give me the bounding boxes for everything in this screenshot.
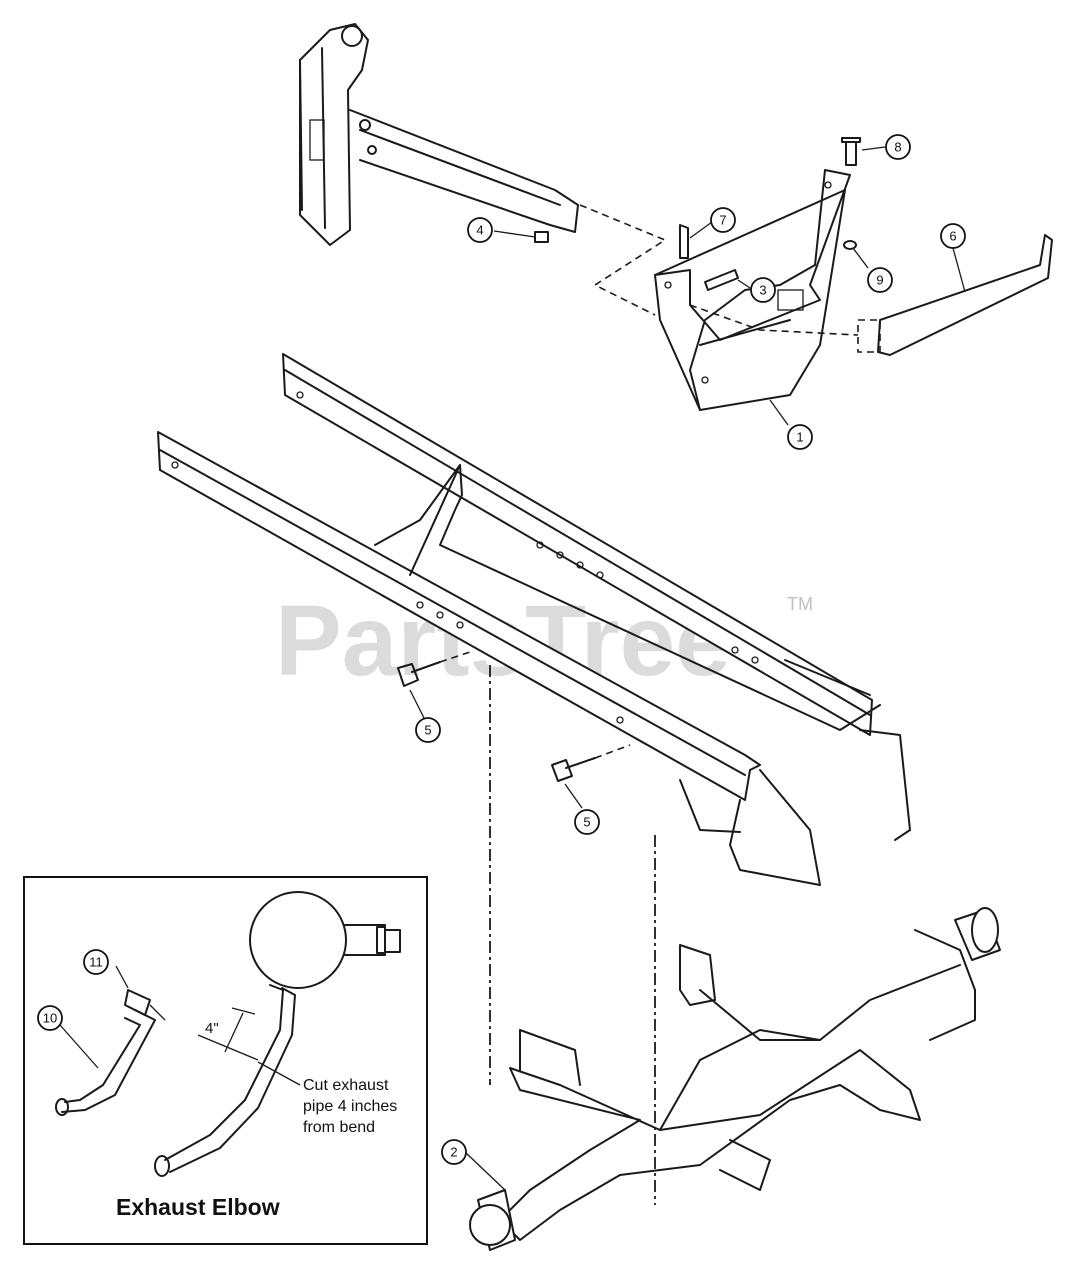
bumper-bar — [857, 234, 1053, 356]
note-line-2: pipe 4 inches — [303, 1098, 397, 1115]
hardware — [397, 137, 861, 782]
callout-9[interactable]: 9 — [867, 267, 893, 293]
note-line-3: from bend — [303, 1119, 375, 1136]
leader-lines — [409, 146, 966, 1191]
callout-5b[interactable]: 5 — [574, 809, 600, 835]
callout-11-number: 11 — [89, 955, 103, 970]
front-axle — [469, 907, 1001, 1251]
callout-6-number: 6 — [949, 229, 956, 244]
callout-2-number: 2 — [450, 1145, 457, 1160]
callout-5a[interactable]: 5 — [415, 717, 441, 743]
callout-1[interactable]: 1 — [787, 424, 813, 450]
frame-rails — [157, 353, 911, 886]
callout-6[interactable]: 6 — [940, 223, 966, 249]
callout-4-number: 4 — [476, 223, 483, 238]
watermark-tm: TM — [787, 594, 813, 614]
callout-10-number: 10 — [43, 1011, 57, 1026]
steering-bracket — [299, 23, 579, 246]
callout-7-number: 7 — [719, 213, 726, 228]
callout-8[interactable]: 8 — [885, 134, 911, 160]
callout-3-number: 3 — [759, 283, 766, 298]
exhaust-elbow-inset: 4" Cut exhaust pipe 4 inches from bend 1… — [23, 876, 428, 1245]
callout-5b-number: 5 — [583, 815, 590, 830]
callout-2[interactable]: 2 — [441, 1139, 467, 1165]
callout-3[interactable]: 3 — [750, 277, 776, 303]
callout-4[interactable]: 4 — [467, 217, 493, 243]
callout-7[interactable]: 7 — [710, 207, 736, 233]
callout-10[interactable]: 10 — [37, 1005, 63, 1031]
callout-9-number: 9 — [876, 273, 883, 288]
callout-1-number: 1 — [796, 430, 803, 445]
dimension-label: 4" — [205, 1020, 219, 1037]
inset-title: Exhaust Elbow — [116, 1194, 280, 1220]
callout-11[interactable]: 11 — [83, 949, 109, 975]
callout-5a-number: 5 — [424, 723, 431, 738]
note-line-1: Cut exhaust — [303, 1077, 389, 1094]
callout-8-number: 8 — [894, 140, 901, 155]
